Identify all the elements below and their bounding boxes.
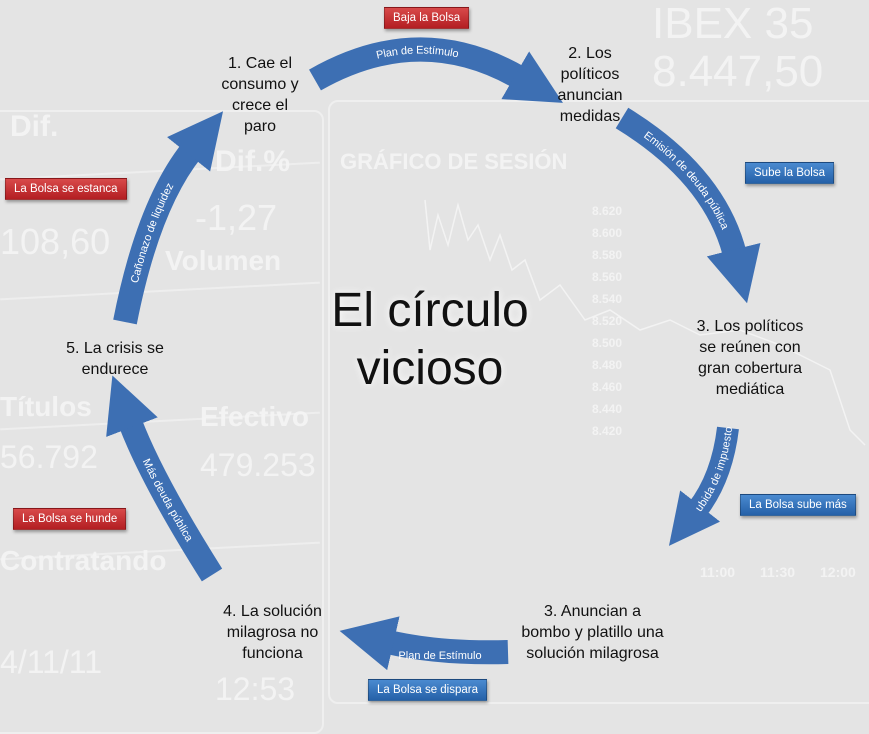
bg-efectivo: Efectivo <box>200 401 309 432</box>
bg-chart-title: GRÁFICO DE SESIÓN <box>340 149 568 174</box>
tag-la-bolsa-se-hunde: La Bolsa se hunde <box>13 508 127 530</box>
step-line: solución milagrosa <box>526 645 659 662</box>
arrow-4-label: Plan de Estímulo <box>398 650 481 662</box>
cycle-arrows: Plan de Estímulo Emisión de deuda públic… <box>0 0 869 711</box>
step-line: se reúnen con <box>699 339 801 356</box>
diagram-title: El círculo vicioso <box>300 282 560 398</box>
step-line: 1. Cae el <box>227 55 293 72</box>
bg-volumen: Volumen <box>165 245 282 276</box>
bg-price-line <box>424 199 866 446</box>
step-3a: 3. Los políticos se reúnen con gran cobert… <box>675 316 825 400</box>
tag-baja-la-bolsa: Baja la Bolsa <box>384 7 470 29</box>
step-line: anuncian <box>557 87 623 104</box>
bg-dif: Dif. <box>10 110 59 143</box>
bg-dif-pct: Dif.% <box>215 145 290 178</box>
step-line: medidas <box>559 108 621 125</box>
step-line: milagrosa no <box>226 624 319 641</box>
title-line: El círculo <box>331 284 529 337</box>
bg-y-tick: 8.560 <box>592 270 623 284</box>
bg-titulos: Títulos <box>0 391 92 422</box>
bg-contratando: Contratando <box>0 545 167 576</box>
bg-date: 4/11/11 <box>0 644 103 680</box>
bg-time: 12:53 <box>215 671 296 707</box>
title-line: vicioso <box>356 342 504 395</box>
step-line: funciona <box>242 645 303 662</box>
bg-y-tick: 8.440 <box>592 402 623 416</box>
bg-ticker: IBEX 35 8.447,50 <box>652 0 823 97</box>
step-line: bombo y platillo una <box>521 624 664 641</box>
step-line: 3. Anuncian a <box>544 603 641 620</box>
bg-y-tick: 8.460 <box>592 380 623 394</box>
step-1: 1. Cae el consumo y crece el paro <box>205 53 315 137</box>
bg-x-tick: 12:00 <box>820 564 856 580</box>
bg-y-tick: 8.420 <box>592 424 623 438</box>
arrow-5: Más deuda pública <box>130 422 212 575</box>
bg-y-tick: 8.500 <box>592 336 623 350</box>
arrow-5-label: Más deuda pública <box>140 457 195 545</box>
step-line: 4. La solución <box>223 603 322 620</box>
tag-la-bolsa-se-dispara: La Bolsa se dispara <box>368 679 488 701</box>
bg-ticker-value: 8.447,50 <box>652 47 824 97</box>
arrow-1-label: Plan de Estímulo <box>375 44 459 61</box>
step-line: 2. Los <box>568 45 612 62</box>
arrow-4: Plan de Estímulo <box>388 642 508 662</box>
step-line: crece el <box>231 97 289 114</box>
bg-dif-value: 108,60 <box>0 221 111 262</box>
step-4: 4. La solución milagrosa no funciona <box>205 601 340 664</box>
bg-x-tick: 11:30 <box>760 564 796 580</box>
tag-la-bolsa-se-estanca: La Bolsa se estanca <box>5 178 127 200</box>
step-5: 5. La crisis se endurece <box>45 338 185 380</box>
bg-chart-panel <box>328 100 869 704</box>
step-line: gran cobertura <box>697 360 803 377</box>
bg-efectivo-value: 479.253 <box>200 447 316 483</box>
step-line: consumo y <box>221 76 299 93</box>
bg-y-ticks: 8.620 8.600 8.580 8.560 8.540 8.520 8.50… <box>592 200 622 442</box>
arrow-1: Plan de Estímulo <box>315 44 520 80</box>
step-3b: 3. Anuncian a bombo y platillo una solució… <box>500 601 685 664</box>
bg-x-tick: 11:00 <box>700 564 736 580</box>
step-line: 5. La crisis se <box>66 340 164 357</box>
bg-y-tick: 8.480 <box>592 358 623 372</box>
step-line: 3. Los políticos <box>696 318 804 335</box>
step-line: paro <box>243 118 277 135</box>
step-line: endurece <box>81 361 149 378</box>
step-2: 2. Los políticos anuncian medidas <box>540 43 640 127</box>
bg-ticker-label: IBEX 35 <box>652 0 814 48</box>
bg-y-tick: 8.620 <box>592 204 623 218</box>
step-line: políticos <box>560 66 620 83</box>
arrow-6: Cañonazo de liquidez <box>125 150 192 322</box>
bg-y-tick: 8.600 <box>592 226 623 240</box>
tag-sube-la-bolsa: Sube la Bolsa <box>745 162 834 184</box>
arrow-2: Emisión de deuda pública <box>622 118 735 255</box>
tag-la-bolsa-sube-mas: La Bolsa sube más <box>740 494 856 516</box>
bg-y-tick: 8.580 <box>592 248 623 262</box>
bg-y-tick: 8.520 <box>592 314 623 328</box>
step-line: mediática <box>715 381 785 398</box>
bg-dif-pct-value: -1,27 <box>195 197 278 238</box>
bg-y-tick: 8.540 <box>592 292 623 306</box>
bg-titulos-value: 56.792 <box>0 439 98 475</box>
